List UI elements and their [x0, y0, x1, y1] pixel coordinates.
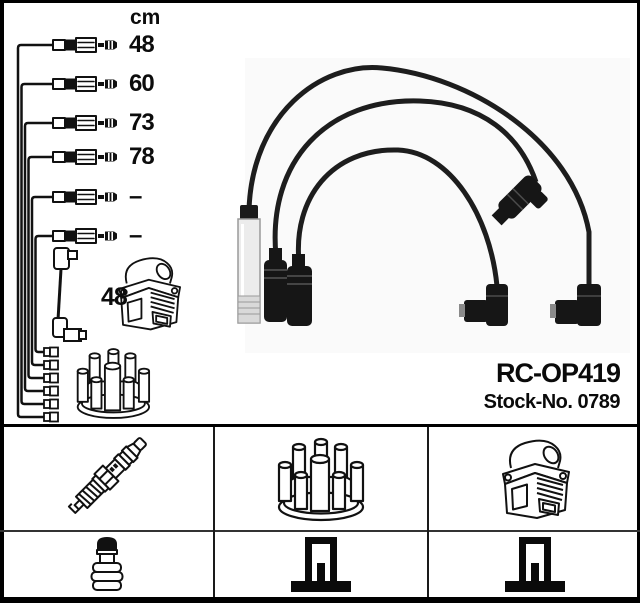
cable-set-photo	[237, 65, 601, 326]
cable-photo-inner-wire	[295, 147, 500, 287]
table-col-divider-2	[427, 427, 429, 597]
cable-length-label-1: 48	[129, 31, 155, 58]
parts-cell-coil-bracket-1	[215, 532, 427, 597]
terminal-1	[43, 346, 59, 358]
angled-boot-upper	[491, 175, 548, 226]
coil-wire-drawing	[52, 247, 87, 342]
silver-connector	[237, 205, 261, 324]
cable-length-label-6: –	[129, 222, 142, 249]
cable-measure-group	[16, 37, 118, 423]
spark-plug-icon	[63, 431, 152, 520]
terminal-3	[43, 372, 59, 384]
cable-4-wire	[27, 155, 55, 380]
table-col-divider-1	[213, 427, 215, 597]
table-row-divider	[0, 530, 640, 532]
cable-1-connector	[52, 37, 118, 53]
cable-length-label-4: 78	[129, 143, 155, 170]
coil-wire-length-label: 48	[101, 283, 128, 311]
coil-bracket-icon	[291, 537, 351, 592]
parts-cell-coil-bracket-2	[429, 532, 640, 597]
cable-6-wire	[34, 234, 55, 354]
coil-bracket-icon	[504, 537, 565, 592]
terminal-2	[43, 359, 59, 371]
terminal-4	[43, 385, 59, 397]
stock-number: Stock-No. 0789	[483, 391, 621, 414]
cable-2-connector	[52, 76, 118, 92]
table-top-line	[0, 424, 640, 427]
cable-5-wire	[30, 195, 55, 367]
cable-3-wire	[23, 121, 55, 393]
plug-boot-icon	[90, 535, 123, 591]
unit-header: cm	[130, 6, 161, 29]
distributor-cap-icon	[277, 437, 365, 521]
ignition-cable-diagram	[16, 37, 601, 423]
parts-cell-distributor-cap	[215, 427, 427, 530]
black-straight-boot-1	[264, 248, 287, 322]
parts-cell-ignition-coil	[429, 427, 640, 530]
black-straight-boot-2	[287, 254, 312, 326]
cable-length-label-2: 60	[129, 70, 155, 97]
cable-length-label-3: 73	[129, 109, 155, 136]
cable-length-label-5: –	[129, 183, 142, 210]
cable-photo-middle-wire	[272, 98, 539, 257]
frame-border-bottom	[0, 597, 640, 603]
ignition-coil-icon	[501, 439, 570, 519]
frame-border-top	[0, 0, 640, 3]
angled-boot-lower-middle	[459, 284, 508, 326]
cable-2-wire	[20, 82, 55, 406]
cable-4-connector	[52, 149, 118, 165]
terminal-5	[43, 398, 59, 410]
angled-boot-lower-right	[550, 284, 601, 326]
parts-cell-plug-boot	[0, 532, 213, 597]
frame-border-right	[637, 0, 640, 603]
cable-1-wire	[16, 43, 55, 419]
cable-6-connector	[52, 228, 118, 244]
product-info: RC-OP419 Stock-No. 0789	[483, 358, 621, 414]
terminal-6	[43, 411, 59, 423]
frame-border-left	[0, 0, 4, 603]
cable-photo-outer-wire	[246, 65, 592, 286]
product-code: RC-OP419	[495, 358, 621, 388]
cable-5-connector	[52, 189, 118, 205]
cable-3-connector	[52, 115, 118, 131]
ignition-coil-drawing	[118, 257, 182, 331]
distributor-cap-drawing	[76, 348, 151, 419]
parts-cell-spark-plug	[0, 427, 213, 530]
